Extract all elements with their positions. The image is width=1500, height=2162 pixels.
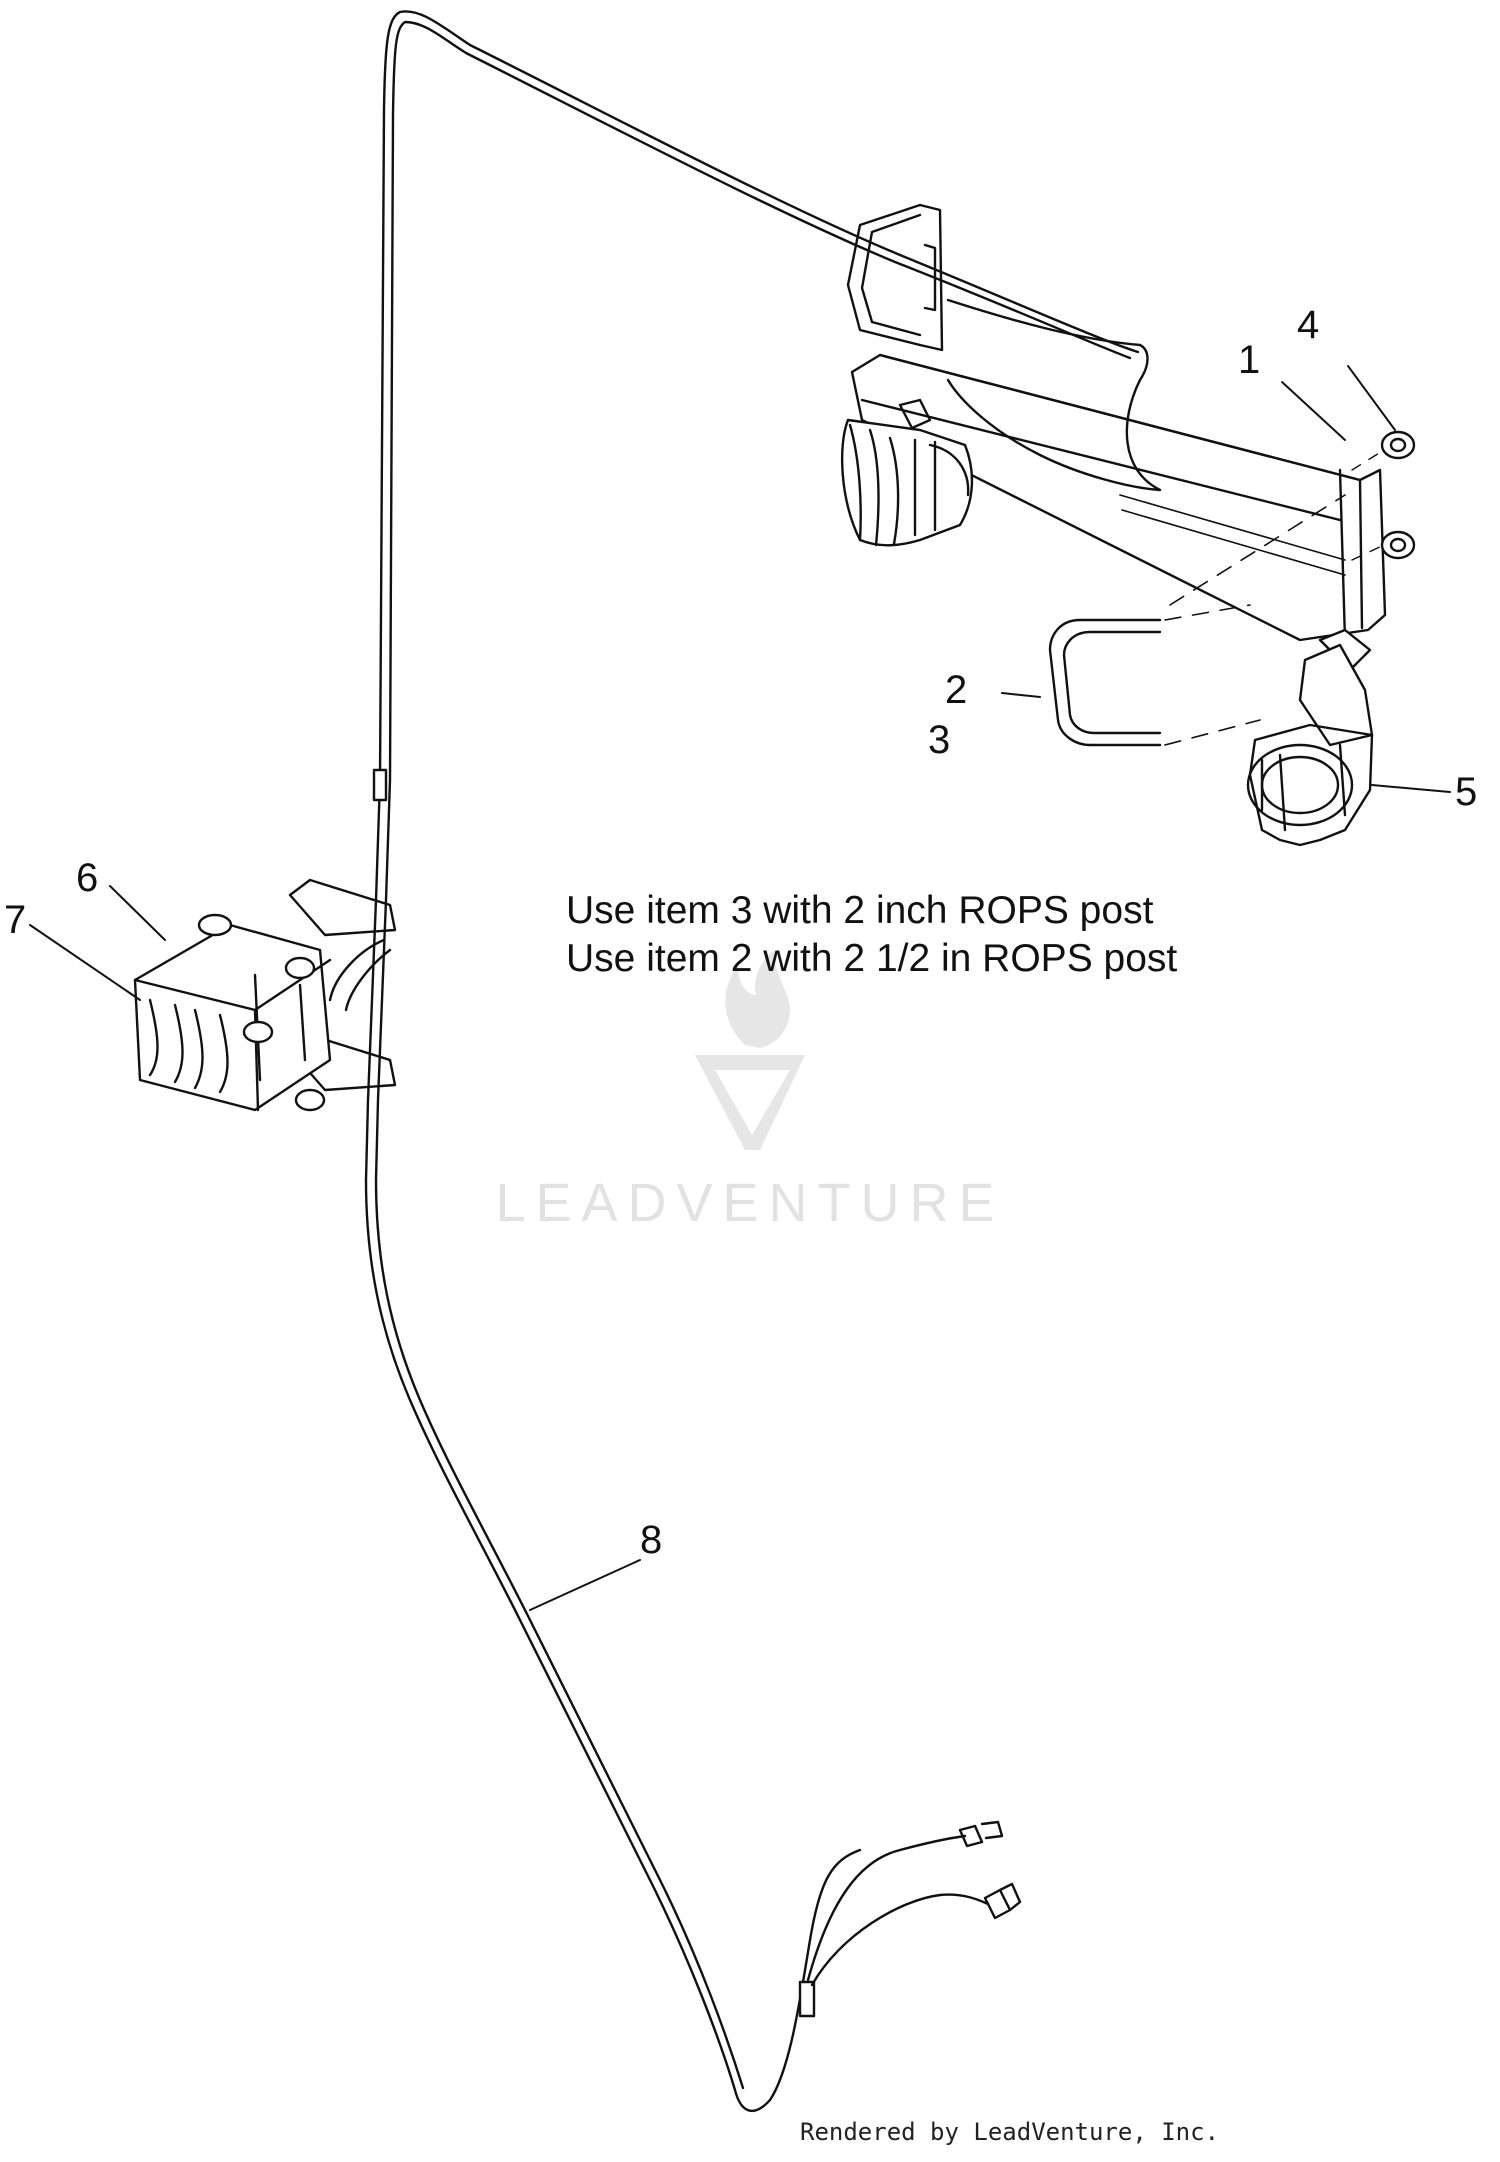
- callout-6: 6: [76, 856, 99, 900]
- callout-1: 1: [1238, 338, 1261, 382]
- render-credit: Rendered by LeadVenture, Inc.: [800, 2118, 1220, 2146]
- callout-7: 7: [4, 898, 27, 942]
- note-item-2: Use item 2 with 2 1/2 in ROPS post: [566, 937, 1178, 980]
- right-work-light: [1246, 628, 1374, 847]
- callout-2: 2: [945, 668, 968, 712]
- leader-lines: [29, 365, 1451, 1611]
- switch-assembly: [133, 878, 397, 1112]
- light-bar-bracket: [846, 203, 1387, 642]
- callout-3: 3: [928, 718, 951, 762]
- callout-5: 5: [1455, 770, 1478, 814]
- note-item-3: Use item 3 with 2 inch ROPS post: [566, 889, 1154, 932]
- left-work-light: [840, 398, 974, 547]
- callout-8: 8: [640, 1518, 663, 1562]
- callout-4: 4: [1297, 303, 1320, 347]
- watermark-logo: [695, 950, 805, 1150]
- nuts: [1351, 430, 1416, 561]
- u-bolt: [1048, 494, 1346, 747]
- watermark-text: LEADVENTURE: [495, 1173, 1005, 1233]
- wire-harness: [328, 10, 1140, 2113]
